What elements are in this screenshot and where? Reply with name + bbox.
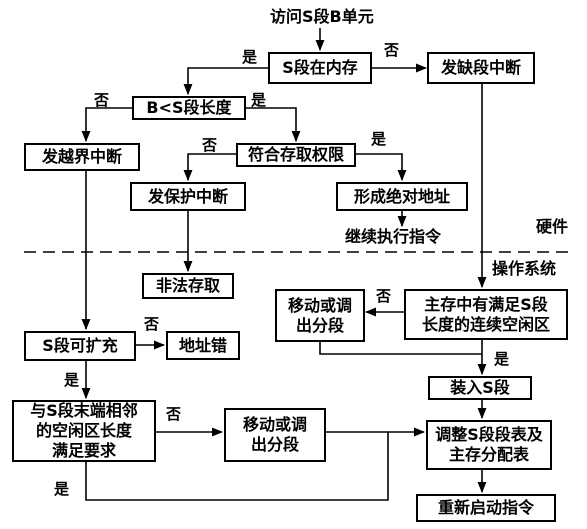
move2-line-2: 出分段 <box>250 435 299 454</box>
arrow-move1-to-load <box>319 342 482 355</box>
free-area-check-node: 主存中有满足S段 长度的连续空闲区 <box>404 289 568 340</box>
edge-no-access: 否 <box>202 136 218 154</box>
missing-segment-interrupt-node: 发缺段中断 <box>427 52 535 84</box>
out-of-bounds-interrupt-node: 发越界中断 <box>24 143 140 171</box>
arrow-check-to-length <box>183 67 268 96</box>
adjust-line-2: 主存分配表 <box>448 445 529 464</box>
move2-line-1: 移动或调 <box>242 415 307 434</box>
edge-yes-adjacent: 是 <box>54 480 70 498</box>
arrow-access-to-addr <box>356 153 407 182</box>
edge-yes-memory: 是 <box>242 48 258 66</box>
move1-line-2: 出分段 <box>295 315 344 335</box>
edge-no-expand: 否 <box>144 315 160 333</box>
segment-expandable-node: S段可扩充 <box>24 331 136 361</box>
move1-line-1: 移动或调 <box>287 295 352 315</box>
adjacent-line-2: 的空闲区长度 <box>35 421 132 440</box>
illegal-access-node: 非法存取 <box>142 273 234 299</box>
arrow-adjacent-to-adjust <box>85 432 389 501</box>
edge-no-adjacent: 否 <box>166 405 182 423</box>
adjacent-line-1: 与S段末端相邻 <box>30 401 138 420</box>
edge-yes-offset: 是 <box>251 91 267 109</box>
address-error-node: 地址错 <box>166 331 240 360</box>
edge-yes-access: 是 <box>371 130 387 148</box>
move-out-segment-node-2: 移动或调 出分段 <box>224 408 326 462</box>
adjust-line-1: 调整S段段表及 <box>435 425 543 444</box>
load-segment-node: 装入S段 <box>428 376 532 400</box>
arrow-access-to-protect <box>183 153 236 182</box>
s-in-memory-node: S段在内存 <box>268 52 372 84</box>
adjacent-free-area-node: 与S段末端相邻 的空闲区长度 满足要求 <box>12 400 156 462</box>
move-out-segment-node-1: 移动或调 出分段 <box>275 289 365 342</box>
edge-yes-free: 是 <box>494 350 510 368</box>
offset-check-node: B<S段长度 <box>132 96 246 120</box>
arrow-length-to-access <box>246 107 301 143</box>
arrow-length-to-bounds <box>81 107 132 143</box>
hardware-region-label: 硬件 <box>536 217 569 236</box>
adjacent-line-3: 满足要求 <box>51 441 116 460</box>
adjust-tables-node: 调整S段段表及 主存分配表 <box>426 420 552 470</box>
restart-instruction-node: 重新启动指令 <box>416 494 556 522</box>
edge-yes-expand: 是 <box>64 371 80 389</box>
edge-no-free: 否 <box>376 287 392 305</box>
protection-interrupt-node: 发保护中断 <box>130 182 246 211</box>
start-label: 访问S段B单元 <box>270 7 374 26</box>
continue-execution-label: 继续执行指令 <box>345 227 442 246</box>
os-region-label: 操作系统 <box>492 259 557 278</box>
absolute-address-node: 形成绝对地址 <box>336 182 468 211</box>
free-area-line-1: 主存中有满足S段 <box>424 294 548 314</box>
edge-no-memory: 否 <box>384 41 400 59</box>
edge-no-offset: 否 <box>94 91 110 109</box>
free-area-line-2: 长度的连续空闲区 <box>421 314 550 334</box>
access-rights-node: 符合存取权限 <box>236 143 356 167</box>
